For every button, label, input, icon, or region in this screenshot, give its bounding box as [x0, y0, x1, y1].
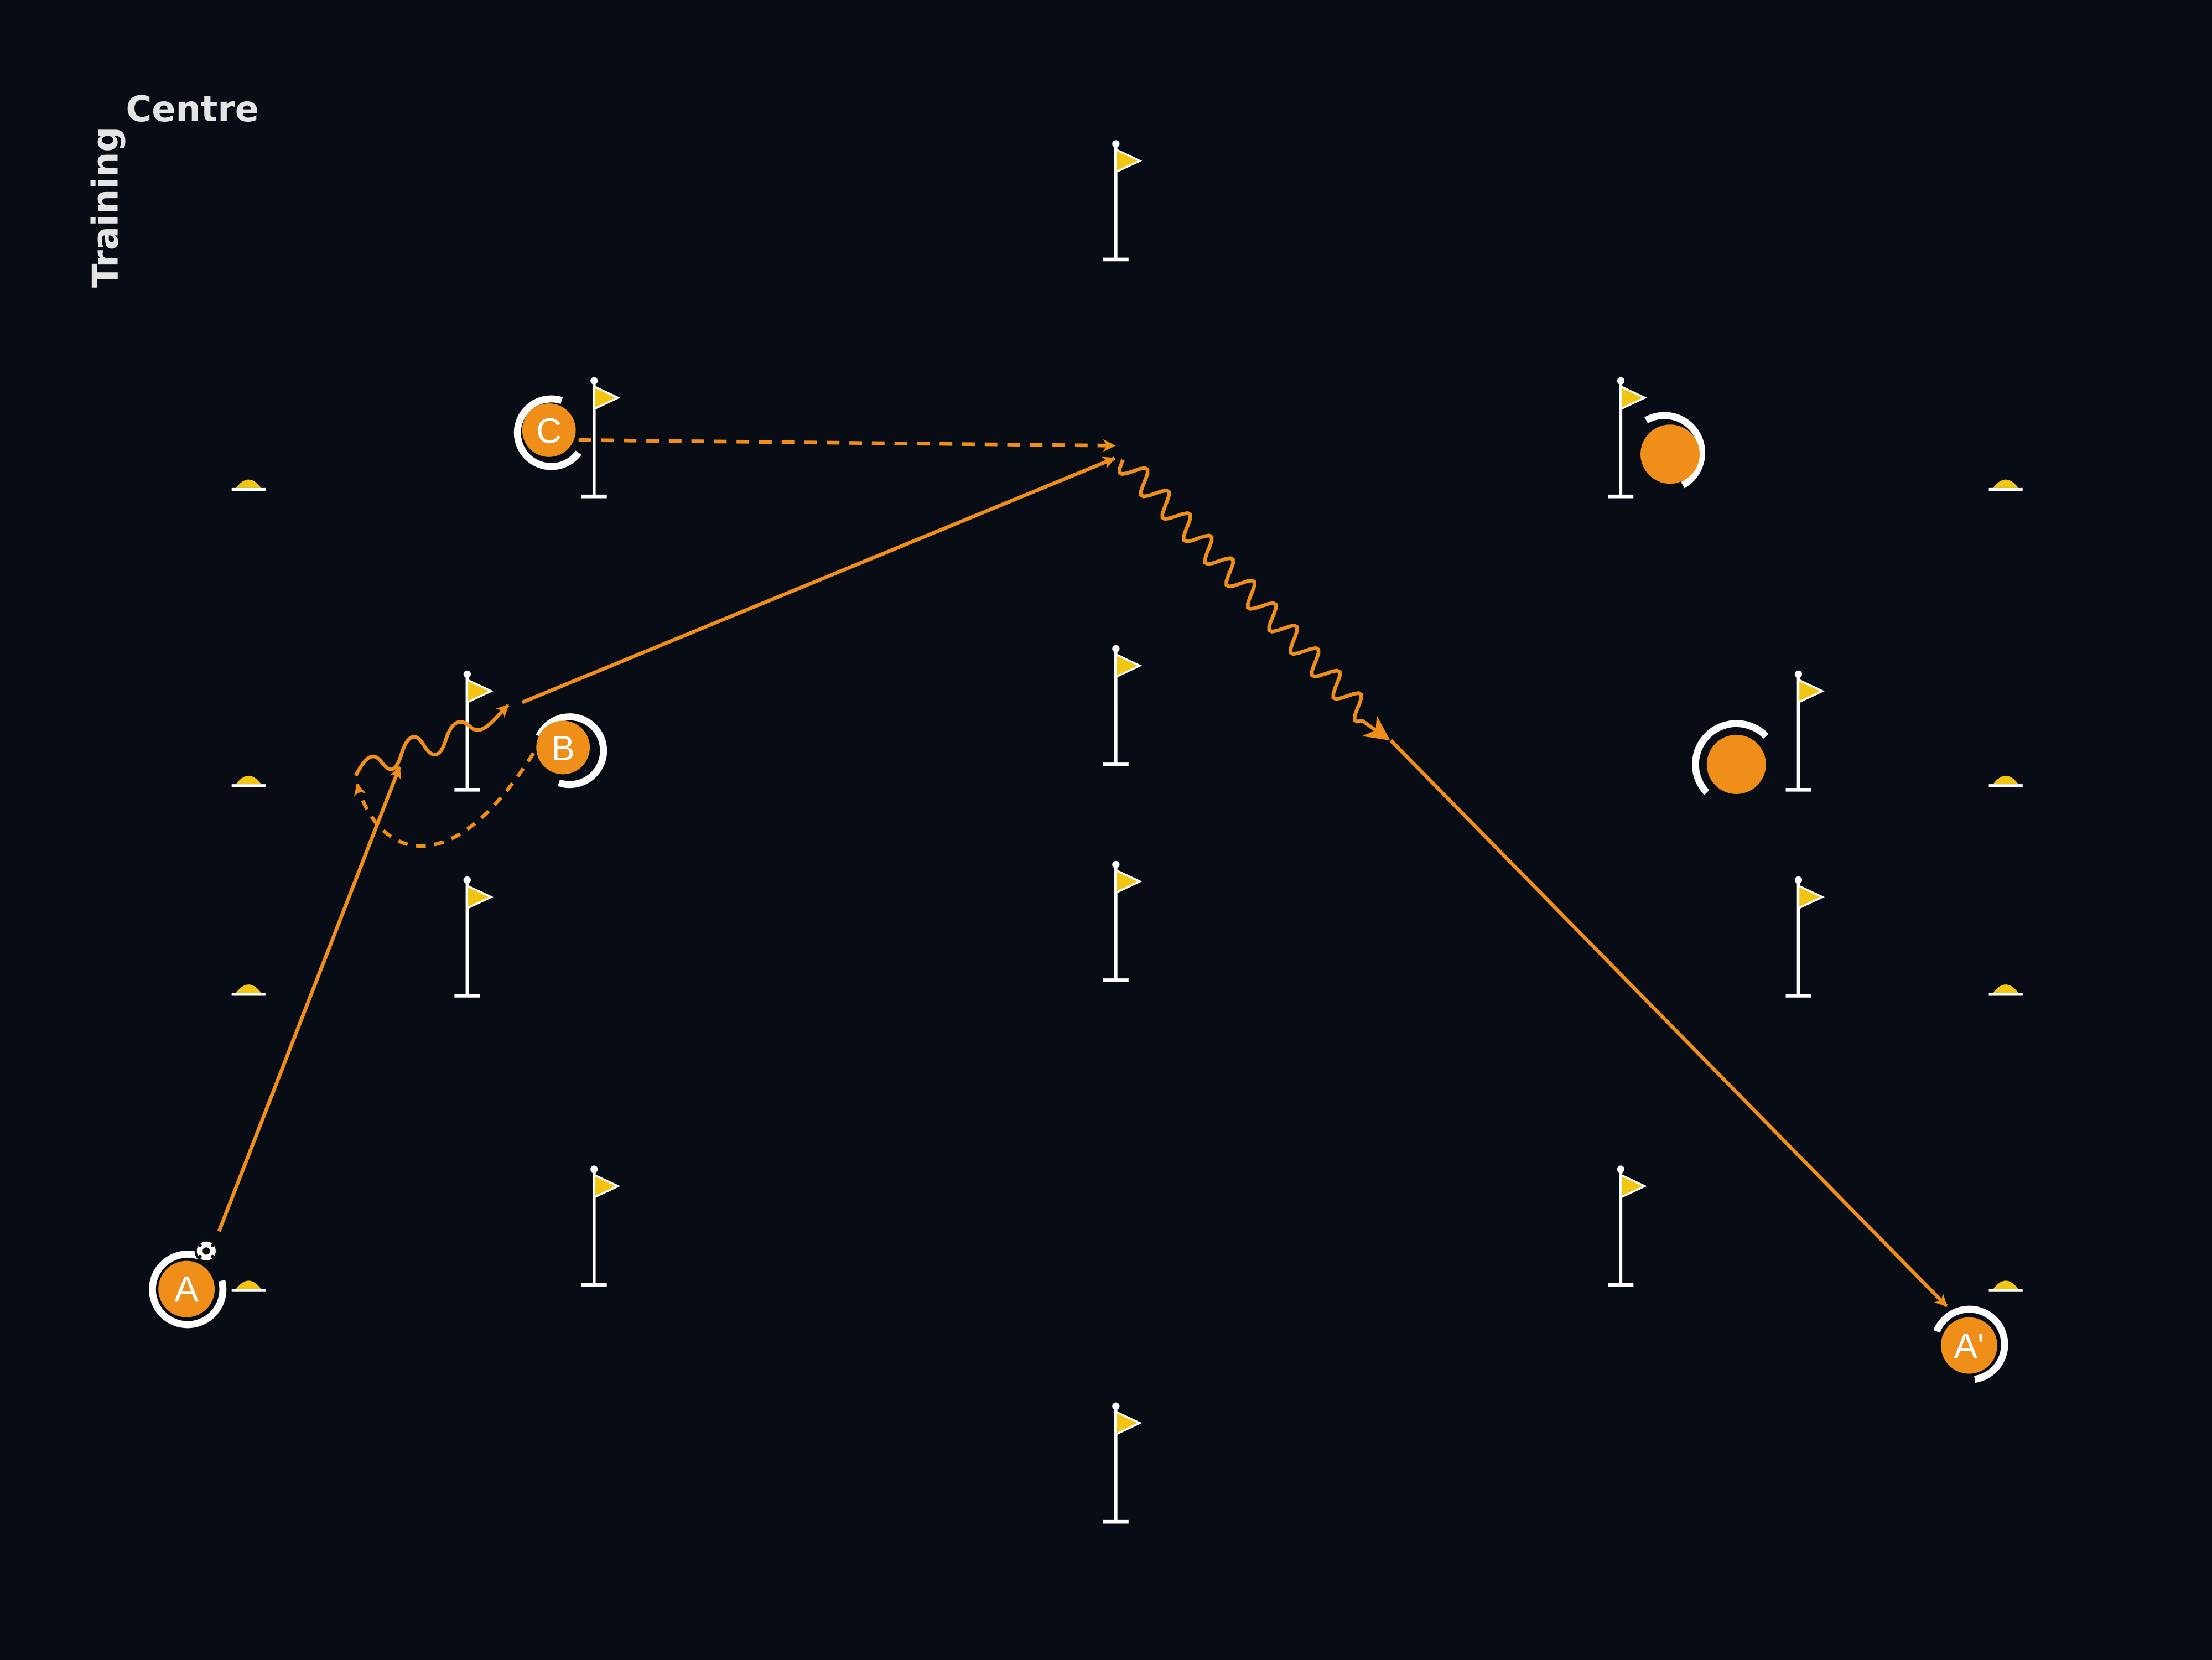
- player-marker-icon: [536, 713, 607, 788]
- flag-pole-icon: [1608, 1165, 1644, 1285]
- player-a-prime: A': [1933, 1305, 2008, 1383]
- flag-pole-icon: [1103, 140, 1140, 260]
- cone-icon: [1989, 776, 2023, 786]
- dribble-arrow-near-b: [354, 704, 510, 777]
- cone-icon: [232, 480, 266, 490]
- pass-arrow-to-a-prime: [1389, 739, 1948, 1308]
- player-marker-icon: [149, 1251, 227, 1329]
- flags: [454, 140, 1822, 1522]
- flag-pole-icon: [1786, 671, 1822, 790]
- logo-word-centre: Centre: [126, 89, 259, 130]
- cone-icon: [1989, 984, 2023, 994]
- cone-icon: [232, 984, 266, 994]
- pass-arrow-b-to-c: [521, 456, 1116, 704]
- player-a: A: [149, 1239, 227, 1329]
- player-b-label: B: [551, 728, 575, 768]
- cone-icon: [232, 1280, 266, 1290]
- player-unlabeled-1: [1640, 412, 1705, 489]
- player-marker-icon: [1933, 1305, 2008, 1383]
- football-icon: [194, 1239, 218, 1263]
- flag-pole-icon: [581, 1165, 618, 1285]
- cone-icon: [1989, 1280, 2023, 1290]
- player-b: B: [536, 713, 607, 788]
- player-unlabeled-2: [1692, 720, 1769, 795]
- flag-pole-icon: [1103, 861, 1140, 981]
- cone-icon: [232, 776, 266, 786]
- flag-pole-icon: [1608, 377, 1644, 497]
- player-marker-icon: [1644, 412, 1705, 489]
- cone-icon: [1989, 480, 2023, 490]
- dribble-arrow-c: [1118, 459, 1390, 741]
- logo: Training Centre: [85, 89, 259, 288]
- flag-pole-icon: [1103, 1403, 1140, 1522]
- player-a-label: A: [174, 1269, 199, 1310]
- players: A B C A': [149, 395, 2008, 1383]
- player-c-label: C: [536, 411, 562, 450]
- pass-arrow-a-to-b: [217, 766, 402, 1232]
- player-c: C: [513, 395, 581, 470]
- flag-pole-icon: [581, 377, 618, 497]
- player-marker-icon: [513, 395, 581, 470]
- logo-word-training: Training: [85, 127, 126, 288]
- run-arrow-c: [578, 438, 1116, 452]
- run-arrow-b: [354, 752, 535, 848]
- player-a-prime-label: A': [1954, 1326, 1985, 1366]
- player-marker-icon: [1692, 720, 1769, 795]
- movement-lines: [217, 438, 1948, 1308]
- flag-pole-icon: [1103, 645, 1140, 765]
- flag-pole-icon: [454, 876, 491, 996]
- flag-pole-icon: [1786, 876, 1822, 996]
